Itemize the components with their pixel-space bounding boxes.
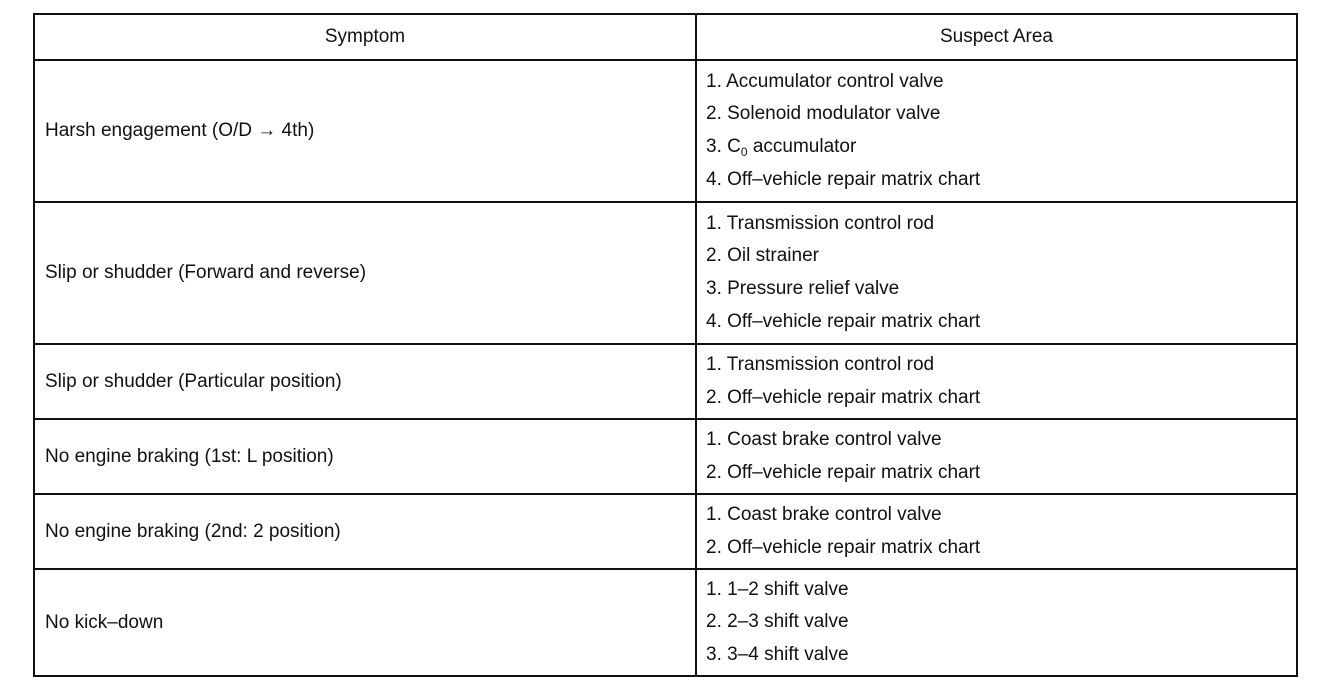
suspect-item: 3. C0 accumulator (706, 131, 1296, 164)
table-row: Harsh engagement (O/D → 4th) 1. Accumula… (33, 59, 1298, 203)
symptom-cell: Slip or shudder (Particular position) (33, 343, 697, 420)
suspect-item: 1. Coast brake control valve (706, 503, 942, 525)
symptom-cell: No kick–down (33, 568, 697, 677)
header-suspect-area: Suspect Area (695, 13, 1298, 61)
symptom-table: Symptom Suspect Area Harsh engagement (O… (33, 13, 1298, 677)
suspect-item: 4. Off–vehicle repair matrix chart (706, 168, 981, 190)
symptom-cell: No engine braking (2nd: 2 position) (33, 493, 697, 570)
suspect-cell: 1. Coast brake control valve 2. Off–vehi… (695, 493, 1298, 570)
suspect-item: 1. Transmission control rod (706, 212, 935, 234)
suspect-item-text: 3. C (706, 136, 741, 157)
suspect-item: 1. Accumulator control valve (706, 70, 944, 92)
table-row: Slip or shudder (Particular position) 1.… (33, 343, 1298, 420)
suspect-cell: 1. 1–2 shift valve 2. 2–3 shift valve 3.… (695, 568, 1298, 677)
table-row: Slip or shudder (Forward and reverse) 1.… (33, 201, 1298, 345)
header-row: Symptom Suspect Area (33, 13, 1298, 61)
suspect-item: 2. 2–3 shift valve (706, 611, 849, 633)
suspect-cell: 1. Accumulator control valve 2. Solenoid… (695, 59, 1298, 203)
suspect-item: 2. Off–vehicle repair matrix chart (706, 461, 981, 483)
suspect-item-suffix: accumulator (747, 136, 857, 157)
suspect-item-subscript: 0 (740, 145, 748, 159)
suspect-item: 2. Solenoid modulator valve (706, 103, 941, 125)
symptom-cell: Slip or shudder (Forward and reverse) (33, 201, 697, 345)
suspect-item: 3. Pressure relief valve (706, 278, 900, 299)
suspect-cell: 1. Transmission control rod 2. Oil strai… (695, 201, 1298, 345)
suspect-item: 2. Off–vehicle repair matrix chart (706, 386, 981, 408)
table-row: No engine braking (1st: L position) 1. C… (33, 418, 1298, 495)
suspect-item: 4. Off–vehicle repair matrix chart (706, 310, 981, 332)
suspect-item: 1. Transmission control rod (706, 353, 935, 375)
table-row: No kick–down 1. 1–2 shift valve 2. 2–3 s… (33, 568, 1298, 677)
suspect-item: 1. 1–2 shift valve (706, 578, 849, 600)
suspect-cell: 1. Coast brake control valve 2. Off–vehi… (695, 418, 1298, 495)
table-row: No engine braking (2nd: 2 position) 1. C… (33, 493, 1298, 570)
suspect-cell: 1. Transmission control rod 2. Off–vehic… (695, 343, 1298, 420)
suspect-item: 2. Oil strainer (706, 245, 819, 267)
suspect-item: 3. 3–4 shift valve (706, 643, 849, 665)
suspect-item: 1. Coast brake control valve (706, 428, 942, 450)
header-symptom: Symptom (33, 13, 697, 61)
symptom-cell: No engine braking (1st: L position) (33, 418, 697, 495)
symptom-cell: Harsh engagement (O/D → 4th) (33, 59, 697, 203)
suspect-item: 2. Off–vehicle repair matrix chart (706, 536, 981, 558)
